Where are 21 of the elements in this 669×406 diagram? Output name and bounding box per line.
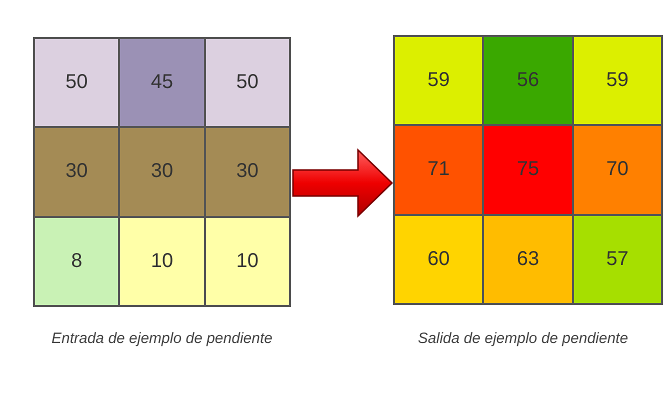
- grid-cell: 63: [484, 216, 572, 303]
- grid-cell: 30: [120, 128, 204, 216]
- grid-cell: 50: [206, 39, 289, 126]
- grid-cell: 59: [395, 37, 482, 124]
- grid-cell: 71: [395, 126, 482, 214]
- grid-cell: 60: [395, 216, 482, 303]
- grid-cell: 45: [120, 39, 204, 126]
- grid-cell: 59: [574, 37, 661, 124]
- grid-cell: 10: [120, 218, 204, 305]
- grid-cell: 30: [206, 128, 289, 216]
- grid-caption: Salida de ejemplo de pendiente: [416, 329, 630, 349]
- grid-cell: 8: [35, 218, 118, 305]
- grid-cell: 70: [574, 126, 661, 214]
- block-arrow: [292, 148, 394, 218]
- grid-cell: 10: [206, 218, 289, 305]
- grid-cell: 57: [574, 216, 661, 303]
- grid-cell: 50: [35, 39, 118, 126]
- grid-caption: Entrada de ejemplo de pendiente: [50, 329, 274, 349]
- grid-cell: 30: [35, 128, 118, 216]
- grid-cell: 56: [484, 37, 572, 124]
- grid-cell: 75: [484, 126, 572, 214]
